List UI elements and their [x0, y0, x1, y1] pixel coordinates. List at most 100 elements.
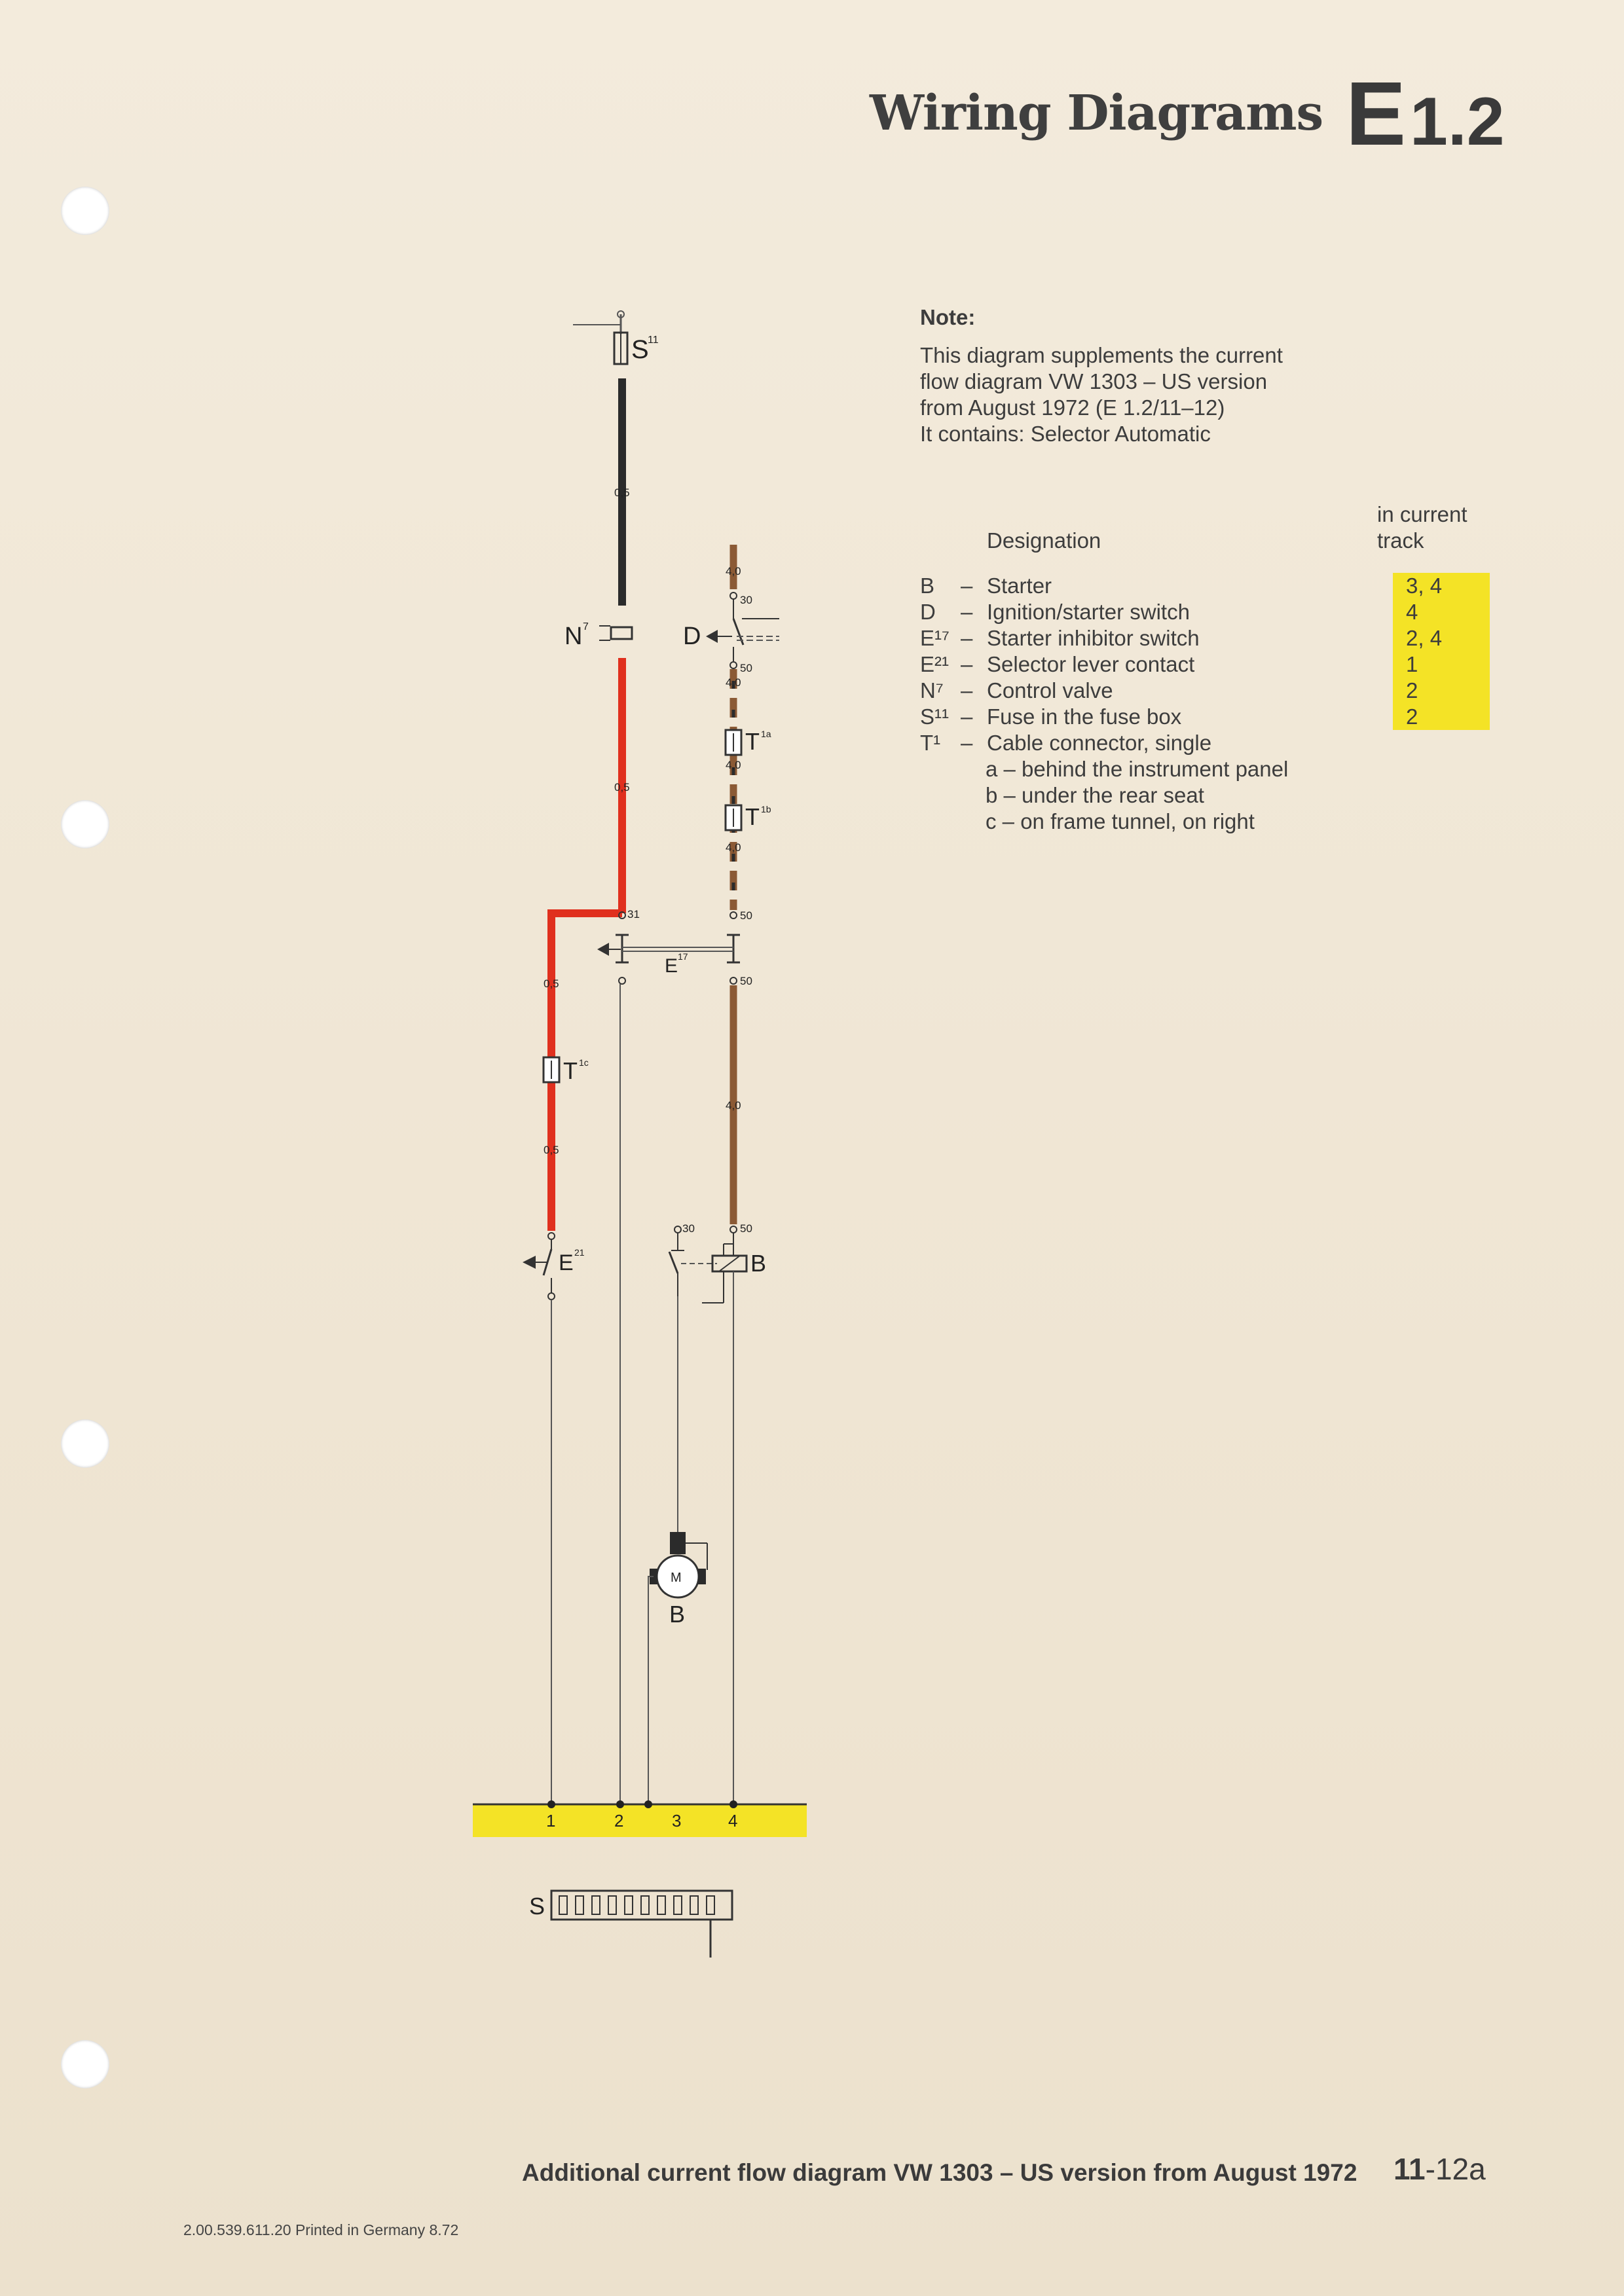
cable-connector-t1c-label: T: [563, 1057, 578, 1084]
page-number-suffix: -12a: [1425, 2152, 1486, 2186]
cable-connector-t1c: T 1c: [542, 1056, 589, 1084]
junction-dot: [547, 1800, 555, 1808]
fuse-s11-label: S: [631, 335, 649, 364]
selector-lever-contact-e21-label: E: [559, 1250, 574, 1275]
starter-motor-b-label: B: [669, 1601, 685, 1628]
note-line: This diagram supplements the current: [920, 343, 1283, 367]
track-number: 1: [546, 1811, 555, 1831]
punch-hole: [61, 187, 109, 235]
wire-size-label: 0,5: [614, 781, 630, 793]
wire-size-label: 0,5: [544, 1144, 559, 1156]
legend-dash: –: [961, 600, 973, 624]
footer-caption: Additional current flow diagram VW 1303 …: [522, 2159, 1357, 2186]
cable-connector-t1a-label: T: [745, 728, 760, 755]
terminal-label: 50: [740, 975, 752, 987]
terminal-label: 50: [740, 662, 752, 674]
legend-description: Ignition/starter switch: [987, 600, 1190, 624]
wire-size-label: 0,5: [544, 977, 559, 990]
fuse-s11-sup: 11: [648, 335, 659, 346]
wire-size-label: 4,0: [726, 1099, 741, 1112]
legend-dash: –: [961, 704, 973, 729]
control-valve-n7-label: N: [564, 623, 582, 650]
wire-red: [547, 909, 622, 1231]
legend-track: 2, 4: [1393, 625, 1490, 651]
legend-code: D: [920, 600, 936, 624]
wire-size-label: 0,5: [614, 486, 630, 499]
note-line: from August 1972 (E 1.2/11–12): [920, 395, 1225, 420]
punch-hole: [61, 1419, 109, 1468]
fuse-s11: S 11: [573, 310, 659, 365]
note-line: flow diagram VW 1303 – US version: [920, 369, 1268, 393]
wire-size-label: 4,0: [726, 676, 741, 689]
wire-size-label: 4,0: [726, 841, 741, 854]
junction-dot: [644, 1800, 652, 1808]
legend-code: N⁷: [920, 678, 944, 702]
legend-code: T¹: [920, 731, 941, 755]
wire-size-label: 4,0: [726, 565, 741, 577]
legend-subitem-text: b – under the rear seat: [986, 783, 1204, 807]
legend-dash: –: [961, 626, 973, 650]
legend-description: Fuse in the fuse box: [987, 704, 1182, 729]
legend-track: 2: [1393, 678, 1490, 704]
legend-dash: –: [961, 574, 973, 598]
junction-dot: [616, 1800, 624, 1808]
cable-connector-t1c-sup: 1c: [579, 1057, 589, 1068]
legend-track-header: in current: [1377, 502, 1467, 526]
track-number-bar: [473, 1804, 807, 1837]
page-number-main: 11: [1393, 2152, 1426, 2186]
ignition-starter-switch-d: 30 50 D: [683, 592, 779, 674]
note-block: Note: This diagram supplements the curre…: [920, 304, 1339, 447]
legend-dash: –: [961, 652, 973, 676]
starter-motor-b: M B: [650, 1532, 708, 1628]
starter-inhibitor-switch-e17-sup: 17: [678, 951, 688, 962]
cable-connector-t1a: T 1a: [724, 728, 771, 756]
ignition-starter-switch-d-label: D: [683, 623, 701, 650]
note-line: It contains: Selector Automatic: [920, 422, 1211, 446]
page-title: Wiring Diagrams: [870, 85, 1323, 141]
page-number: 11-12a: [1393, 2151, 1486, 2187]
wire-thin: [648, 1576, 654, 1804]
legend-subitem-text: a – behind the instrument panel: [986, 757, 1289, 781]
terminal-label: 50: [740, 909, 752, 922]
legend-designation-header: Designation: [987, 528, 1101, 553]
cable-connector-t1b: T 1b: [724, 803, 771, 831]
cable-connector-t1a-sup: 1a: [761, 729, 771, 739]
selector-lever-contact-e21: E 21: [523, 1232, 585, 1300]
terminal-label: 30: [740, 594, 752, 606]
starter-solenoid-b: 30 50 B: [668, 1222, 766, 1303]
section-code: E1.2: [1346, 62, 1505, 166]
legend-dash: –: [961, 678, 973, 702]
legend-code: B: [920, 574, 935, 598]
track-number: 4: [728, 1811, 737, 1831]
section-letter: E: [1346, 64, 1407, 164]
legend-code: S¹¹: [920, 704, 949, 729]
fuse-box-label: S: [529, 1893, 545, 1920]
punch-hole: [61, 800, 109, 848]
terminal-label: 30: [682, 1222, 695, 1235]
section-number: 1.2: [1410, 84, 1505, 160]
legend-description: Starter inhibitor switch: [987, 626, 1200, 650]
wire-size-label: 4,0: [726, 759, 741, 771]
punch-hole: [61, 2040, 109, 2088]
legend-track-header: track: [1377, 528, 1424, 553]
note-heading: Note:: [920, 305, 976, 329]
track-number: 2: [614, 1811, 623, 1831]
legend-subitem-text: c – on frame tunnel, on right: [986, 809, 1255, 833]
legend-code: E¹⁷: [920, 626, 950, 650]
starter-inhibitor-switch-e17-label: E: [665, 955, 678, 977]
starter-inhibitor-switch-e17: 31 E 17: [597, 908, 740, 985]
legend-track: 4: [1393, 599, 1490, 625]
terminal-label: 31: [627, 908, 640, 920]
control-valve-n7-sup: 7: [583, 621, 589, 632]
legend-description: Starter: [987, 574, 1052, 598]
legend-track: 3, 4: [1393, 573, 1490, 599]
motor-symbol-label: M: [671, 1571, 682, 1585]
cable-connector-t1b-sup: 1b: [761, 804, 771, 814]
legend-code: E²¹: [920, 652, 949, 676]
fuse-box-s: S: [529, 1889, 733, 1958]
control-valve-n7: N 7: [564, 621, 633, 650]
terminal-label: 50: [740, 1222, 752, 1235]
cable-connector-t1b-label: T: [745, 803, 760, 830]
